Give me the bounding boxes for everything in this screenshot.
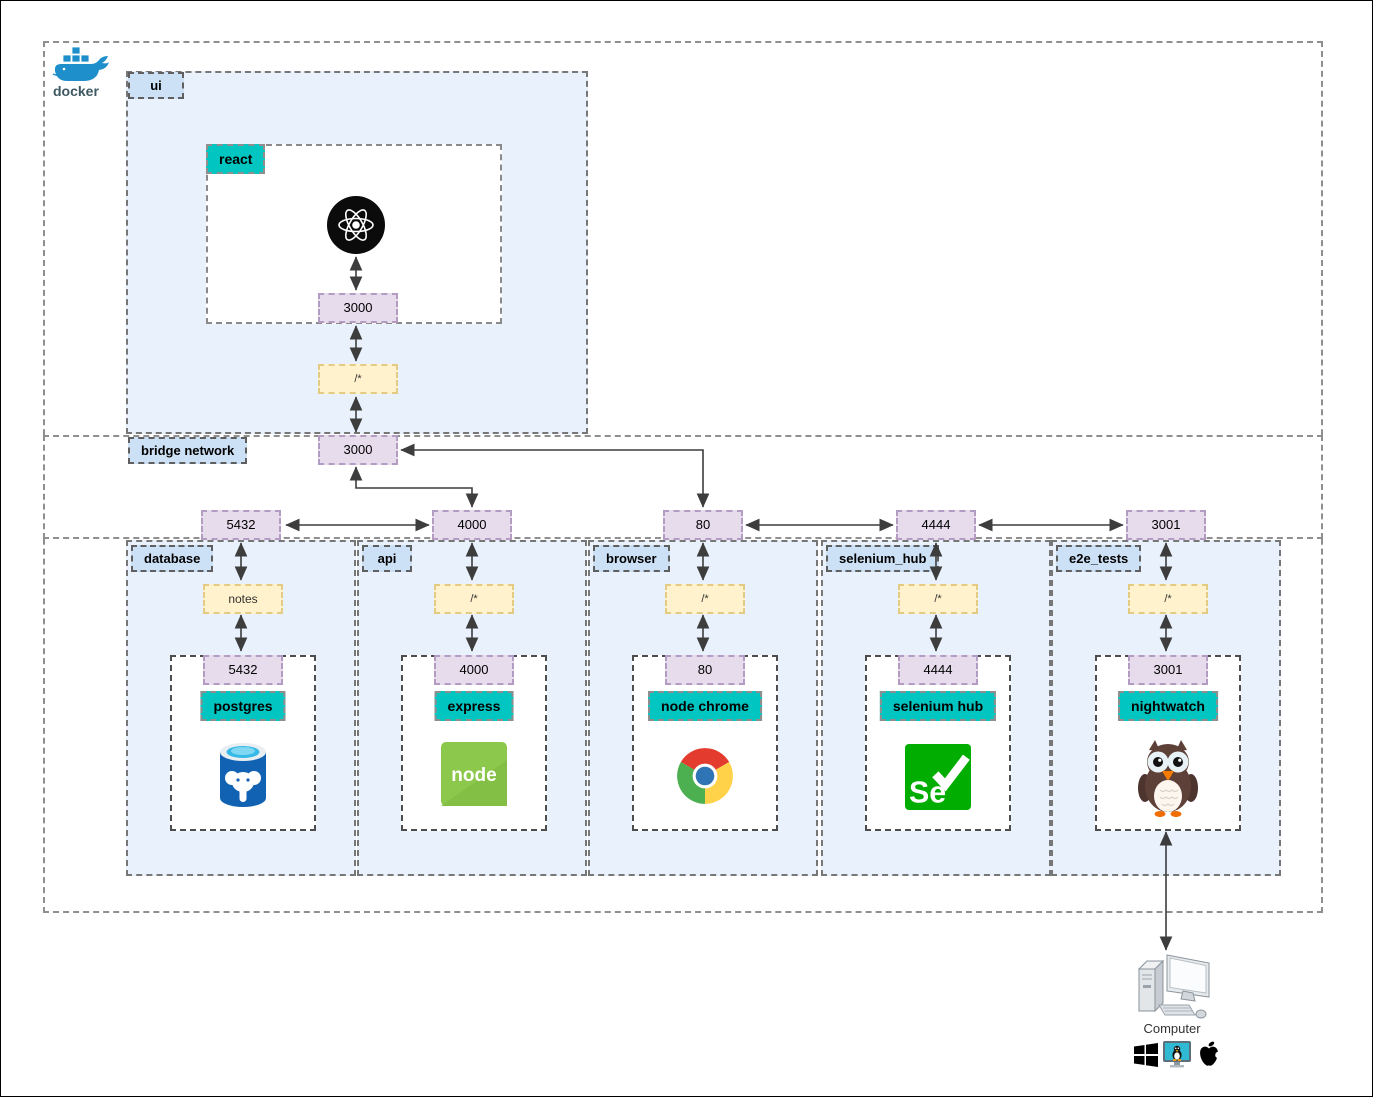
apple-icon	[1198, 1040, 1220, 1068]
published-port-selenium-hub: 4444	[896, 510, 976, 540]
bridge-network-label: bridge network	[128, 437, 248, 464]
e2e-tests-inner-port: 3001	[1128, 655, 1208, 685]
ui-container-label: ui	[128, 72, 184, 99]
browser-route-box: /*	[665, 584, 745, 614]
browser-container-label: browser	[593, 545, 670, 572]
chrome-icon	[674, 745, 736, 807]
database-container-label: database	[131, 545, 214, 572]
computer-label: Computer	[1143, 1021, 1201, 1036]
api-route-box: /*	[434, 584, 514, 614]
ui-route-box: /*	[318, 364, 398, 394]
selenium-hub-service-label: selenium hub	[879, 691, 997, 721]
browser-service-label: node chrome	[648, 691, 762, 721]
published-port-api: 4000	[432, 510, 512, 540]
react-atom-icon	[326, 195, 386, 255]
database-container-box: database notes 5432 postgres	[126, 540, 356, 876]
ui-port-box: 3000	[318, 293, 398, 323]
e2e-tests-service-label: nightwatch	[1118, 691, 1218, 721]
computer-icon	[1135, 953, 1211, 1021]
selenium-icon: Se	[905, 744, 971, 810]
bridge-port-box: 3000	[318, 435, 398, 465]
e2e-tests-route-box: /*	[1128, 584, 1208, 614]
database-service-label: postgres	[200, 691, 286, 721]
svg-text:node: node	[451, 765, 496, 786]
database-route-box: notes	[203, 584, 283, 614]
selenium-hub-inner-port: 4444	[898, 655, 978, 685]
e2e-tests-container-label: e2e_tests	[1056, 545, 1142, 572]
nodejs-icon: node	[441, 742, 507, 806]
browser-inner-port: 80	[665, 655, 745, 685]
docker-logo-text: docker	[53, 83, 99, 99]
react-service-label: react	[206, 144, 266, 174]
e2e-tests-container-box: e2e_tests /* 3001 nightwatch	[1051, 540, 1281, 876]
published-port-e2e-tests: 3001	[1126, 510, 1206, 540]
windows-icon	[1134, 1043, 1158, 1067]
nightwatch-owl-icon	[1138, 738, 1198, 818]
database-inner-port: 5432	[203, 655, 283, 685]
selenium-hub-container-label: selenium_hub	[826, 545, 940, 572]
published-port-database: 5432	[201, 510, 281, 540]
api-service-label: express	[434, 691, 514, 721]
api-container-box: api /* 4000 express node	[357, 540, 587, 876]
selenium-hub-container-box: selenium_hub /* 4444 selenium hub Se	[821, 540, 1051, 876]
api-inner-port: 4000	[434, 655, 514, 685]
linux-icon	[1162, 1039, 1192, 1070]
svg-text:Se: Se	[909, 777, 946, 810]
postgresql-icon	[216, 740, 270, 812]
docker-logo-icon: docker	[49, 43, 113, 101]
api-container-label: api	[362, 545, 412, 572]
browser-container-box: browser /* 80 node chrome	[588, 540, 818, 876]
selenium-hub-route-box: /*	[898, 584, 978, 614]
published-port-browser: 80	[663, 510, 743, 540]
